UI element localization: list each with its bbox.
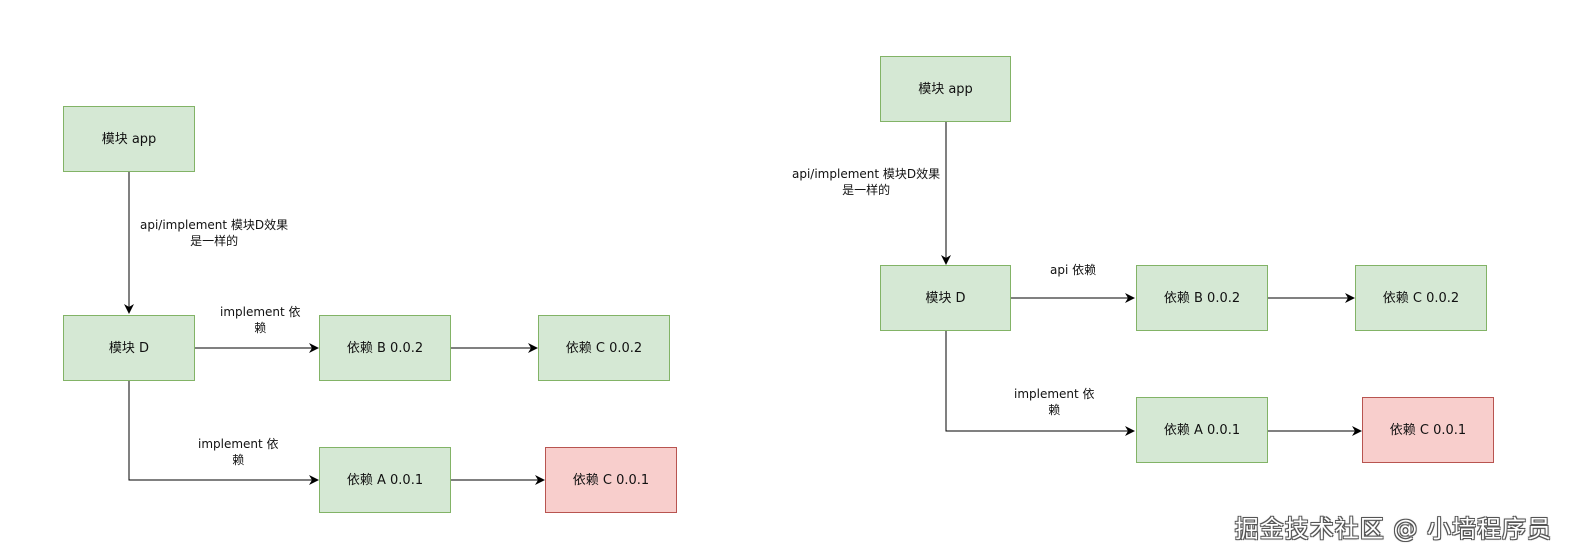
right-node-dep-b-label: 依赖 B 0.0.2 xyxy=(1163,290,1241,306)
right-label-app-to-d: api/implement 模块D效果 是一样的 xyxy=(792,166,941,198)
left-label-d-to-b-line2: 赖 xyxy=(254,321,267,335)
left-label-d-to-b: implement 依 赖 xyxy=(220,304,301,336)
left-node-dep-a[interactable]: 依赖 A 0.0.1 xyxy=(319,447,451,513)
watermark-text: 掘金技术社区 @ 小墙程序员 xyxy=(1234,515,1552,543)
left-label-app-to-d-line1: api/implement 模块D效果 xyxy=(140,218,289,232)
right-node-dep-c-bottom[interactable]: 依赖 C 0.0.1 xyxy=(1362,397,1494,463)
right-node-dep-b[interactable]: 依赖 B 0.0.2 xyxy=(1136,265,1268,331)
right-node-module-app-label: 模块 app xyxy=(918,81,973,97)
right-label-d-to-a: implement 依 赖 xyxy=(1014,386,1095,418)
right-node-module-app[interactable]: 模块 app xyxy=(880,56,1011,122)
left-node-module-d-label: 模块 D xyxy=(108,340,150,356)
left-node-dep-b-label: 依赖 B 0.0.2 xyxy=(346,340,424,356)
right-node-module-d-label: 模块 D xyxy=(925,290,966,306)
right-label-d-to-a-line2: 赖 xyxy=(1048,403,1061,417)
left-node-module-app-label: 模块 app xyxy=(101,131,157,147)
right-label-app-to-d-line1: api/implement 模块D效果 xyxy=(792,167,941,181)
left-node-dep-b[interactable]: 依赖 B 0.0.2 xyxy=(319,315,451,381)
left-label-app-to-d: api/implement 模块D效果 是一样的 xyxy=(140,217,289,249)
right-label-d-to-a-line1: implement 依 xyxy=(1014,387,1095,401)
right-node-dep-a-label: 依赖 A 0.0.1 xyxy=(1163,422,1241,438)
right-label-d-to-b-line1: api 依赖 xyxy=(1050,263,1097,277)
right-label-app-to-d-line2: 是一样的 xyxy=(842,183,891,197)
left-label-d-to-a-line2: 赖 xyxy=(232,453,245,467)
left-label-d-to-a: implement 依 赖 xyxy=(198,436,279,468)
left-node-dep-c-bottom[interactable]: 依赖 C 0.0.1 xyxy=(545,447,677,513)
left-label-d-to-b-line1: implement 依 xyxy=(220,305,301,319)
right-node-module-d[interactable]: 模块 D xyxy=(880,265,1011,331)
left-node-dep-c-bottom-label: 依赖 C 0.0.1 xyxy=(572,472,650,488)
right-node-dep-c-bottom-label: 依赖 C 0.0.1 xyxy=(1389,422,1467,438)
right-node-dep-c-top[interactable]: 依赖 C 0.0.2 xyxy=(1355,265,1487,331)
right-edge-d-to-a xyxy=(945,331,1135,436)
left-node-module-d[interactable]: 模块 D xyxy=(63,315,195,381)
left-node-dep-c-top-label: 依赖 C 0.0.2 xyxy=(565,340,643,356)
right-node-dep-c-top-label: 依赖 C 0.0.2 xyxy=(1382,290,1460,306)
left-label-app-to-d-line2: 是一样的 xyxy=(190,234,239,248)
left-node-dep-c-top[interactable]: 依赖 C 0.0.2 xyxy=(538,315,670,381)
left-edge-d-to-a xyxy=(128,381,319,485)
left-node-dep-a-label: 依赖 A 0.0.1 xyxy=(346,472,424,488)
right-node-dep-a[interactable]: 依赖 A 0.0.1 xyxy=(1136,397,1268,463)
left-label-d-to-a-line1: implement 依 xyxy=(198,437,279,451)
left-node-module-app[interactable]: 模块 app xyxy=(63,106,195,172)
right-label-d-to-b: api 依赖 xyxy=(1050,262,1097,278)
